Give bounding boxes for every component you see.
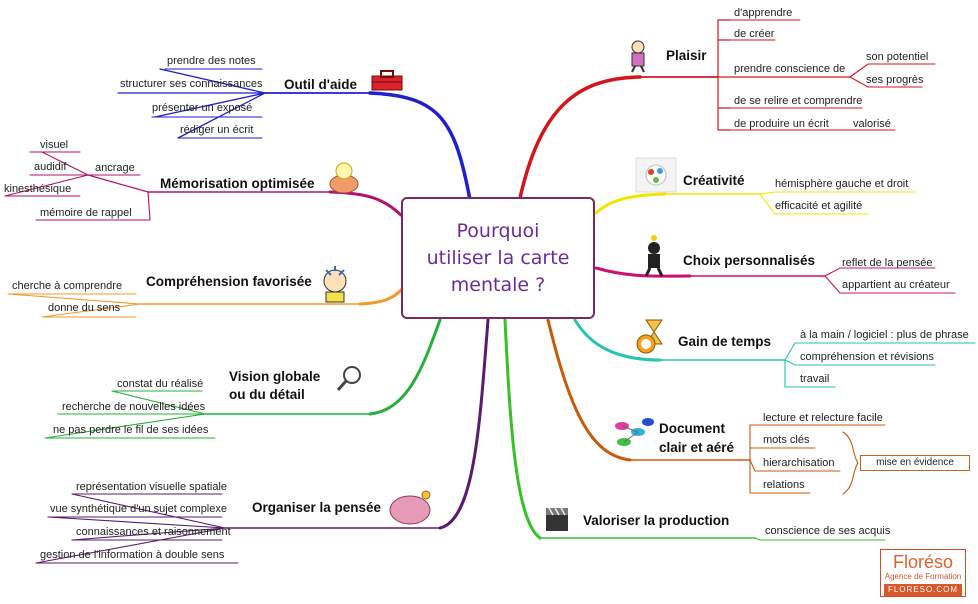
toolbox-icon (371, 70, 403, 91)
outil-item-2: structurer ses connaissances (120, 78, 263, 90)
branch-title-plaisir: Plaisir (666, 48, 707, 63)
document-item-3: hierarchisation (763, 457, 835, 469)
memorisation-sub-2: audidif (34, 161, 67, 173)
vision-item-1: constat du réalisé (117, 378, 204, 390)
plaisir-item-5: de produire un écrit (734, 118, 829, 130)
logo-name: Floréso (892, 552, 954, 572)
comprehension-item-2: donne du sens (48, 302, 121, 314)
outil-item-4: rédiger un écrit (180, 124, 254, 136)
creativite-item-2: efficacité et agilité (775, 200, 863, 212)
branch-title-document-2: clair et aéré (659, 440, 735, 455)
vision-item-3: ne pas perdre le fil de ses idées (53, 424, 209, 436)
memorisation-ancrage: ancrage (95, 162, 135, 174)
branch-title-comprehension: Compréhension favorisée (146, 274, 312, 289)
valoriser-item-1: conscience de ses acquis (765, 525, 891, 537)
comprehension-item-1: cherche à comprendre (12, 280, 123, 292)
document-item-1: lecture et relecture facile (763, 412, 883, 424)
clapperboard-icon (546, 507, 568, 531)
magnifier-icon (336, 366, 361, 391)
branch-title-vision-1: Vision globale (229, 369, 321, 384)
vision-item-2: recherche de nouvelles idées (62, 401, 206, 413)
plaisir-item-4: de se relire et comprendre (734, 95, 863, 107)
floreso-logo: Floréso Agence de Formation FLORESO.COM (880, 549, 966, 597)
outil-item-3: présenter un exposé (152, 102, 253, 114)
logo-tagline: Agence de Formation (884, 572, 962, 581)
creativite-item-1: hémisphère gauche et droit (775, 178, 909, 190)
branch-title-gain: Gain de temps (678, 334, 772, 349)
memorisation-sub-3: kinesthésique (4, 183, 72, 195)
memorisation-rappel: mémoire de rappel (40, 207, 132, 219)
brain-gears-icon (389, 490, 431, 525)
outil-item-1: prendre des notes (167, 55, 256, 67)
branch-title-organiser: Organiser la pensée (252, 500, 382, 515)
logo-url: FLORESO.COM (884, 584, 962, 596)
organiser-item-3: connaissances et raisonnement (76, 526, 231, 538)
cartoon-thinker-icon (323, 266, 347, 303)
branch-title-vision-2: ou du détail (229, 387, 305, 402)
mise-en-evidence-box: mise en évidence (860, 455, 970, 471)
plaisir-item-1: d'apprendre (734, 7, 793, 19)
central-question: Pourquoi utiliser la carte mentale ? (401, 197, 595, 319)
choix-item-1: reflet de la pensée (842, 257, 933, 269)
idea-figure-icon (644, 235, 664, 277)
plaisir-item-3: prendre conscience de (734, 63, 846, 75)
central-line-2: utiliser la carte (426, 246, 570, 269)
branch-title-document-1: Document (659, 421, 726, 436)
organiser-item-1: représentation visuelle spatiale (76, 481, 228, 493)
branch-title-choix: Choix personnalisés (683, 253, 816, 268)
hourglass-clock-icon (636, 319, 663, 354)
plaisir-conscience-2: ses progrès (866, 74, 924, 86)
organiser-item-4: gestion de l'information à double sens (40, 549, 225, 561)
plaisir-valorise: valorisé (853, 118, 891, 130)
choix-item-2: appartient au créateur (842, 279, 950, 291)
organiser-item-2: vue synthétique d'un sujet complexe (50, 503, 227, 515)
document-item-4: relations (763, 479, 805, 491)
brain-icon (329, 162, 359, 194)
document-item-2: mots clés (763, 434, 810, 446)
central-line-1: Pourquoi (456, 219, 540, 242)
branch-title-memorisation: Mémorisation optimisée (160, 176, 315, 191)
memorisation-sub-1: visuel (40, 139, 69, 151)
branch-title-valoriser: Valoriser la production (583, 513, 730, 528)
central-line-3: mentale ? (450, 273, 546, 296)
gain-item-1: à la main / logiciel : plus de phrase (800, 329, 969, 341)
branch-title-outil: Outil d'aide (284, 77, 357, 92)
plaisir-item-2: de créer (734, 28, 775, 40)
jumping-figure-icon (631, 40, 645, 73)
gain-item-2: compréhension et révisions (800, 351, 934, 363)
network-nodes-icon (615, 418, 654, 446)
paint-palette-icon (635, 157, 677, 193)
gain-item-3: travail (800, 373, 830, 385)
branch-title-creativite: Créativité (683, 173, 745, 188)
plaisir-conscience-1: son potentiel (866, 51, 929, 63)
